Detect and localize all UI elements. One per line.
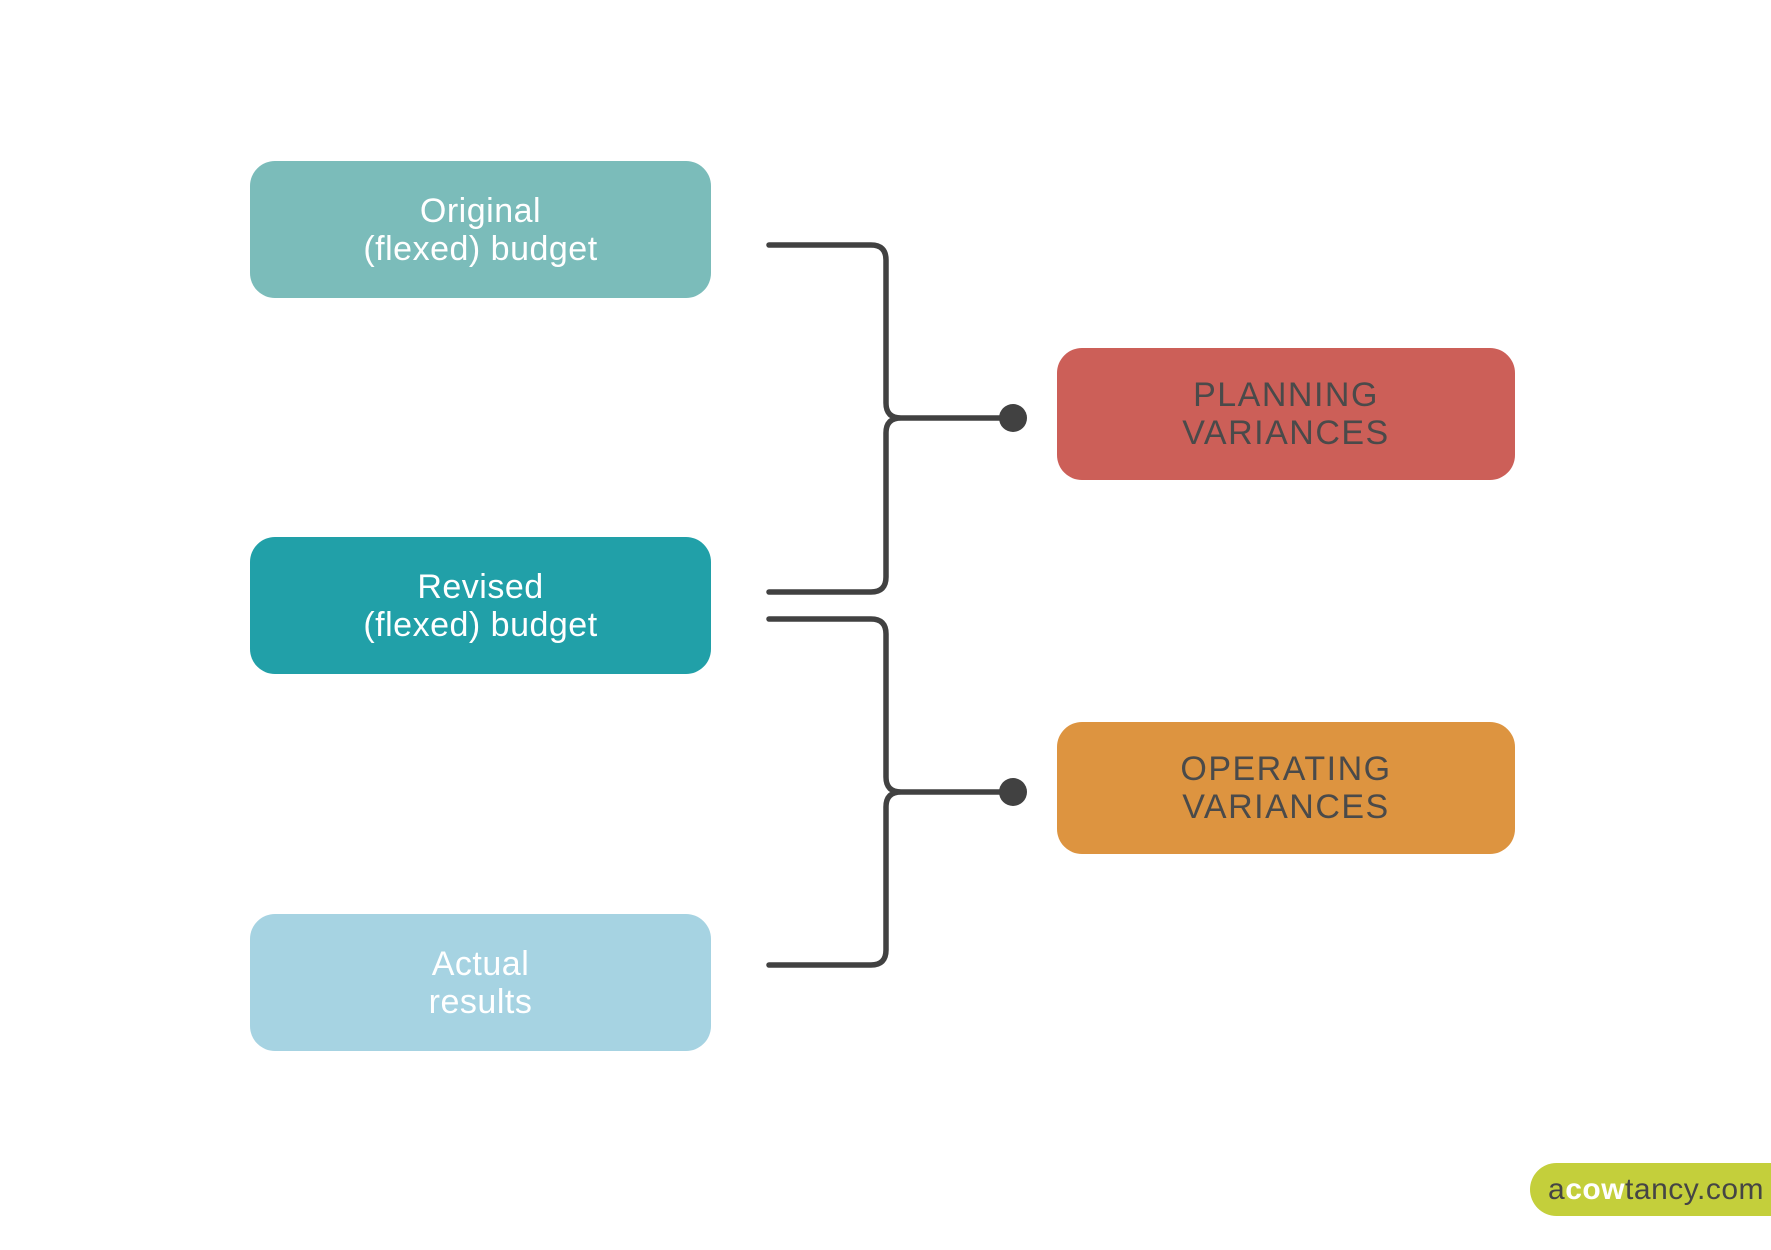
connector-dot-planning — [999, 404, 1027, 432]
watermark-text-prefix: a — [1548, 1172, 1566, 1206]
box-label-line: Actual — [431, 944, 530, 983]
watermark-text-highlight: cow — [1565, 1172, 1626, 1206]
brace-connector-operating — [766, 616, 1002, 968]
box-label-line: VARIANCES — [1182, 788, 1390, 826]
box-operating-variances: OPERATING VARIANCES — [1057, 722, 1515, 854]
box-label-line: OPERATING — [1180, 750, 1392, 788]
brace-connector-planning — [766, 242, 1002, 595]
box-label-line: VARIANCES — [1182, 414, 1390, 452]
box-label-line: Original — [419, 191, 542, 230]
box-label-line: results — [428, 982, 533, 1021]
watermark-text-suffix: tancy.com — [1625, 1172, 1765, 1206]
box-label-line: (flexed) budget — [363, 605, 598, 644]
box-planning-variances: PLANNING VARIANCES — [1057, 348, 1515, 480]
box-label-line: PLANNING — [1193, 376, 1379, 414]
box-label-line: Revised — [417, 567, 544, 606]
connector-dot-operating — [999, 778, 1027, 806]
box-actual-results: Actual results — [250, 914, 711, 1051]
box-original-flexed-budget: Original (flexed) budget — [250, 161, 711, 298]
box-label-line: (flexed) budget — [363, 229, 598, 268]
box-revised-flexed-budget: Revised (flexed) budget — [250, 537, 711, 674]
